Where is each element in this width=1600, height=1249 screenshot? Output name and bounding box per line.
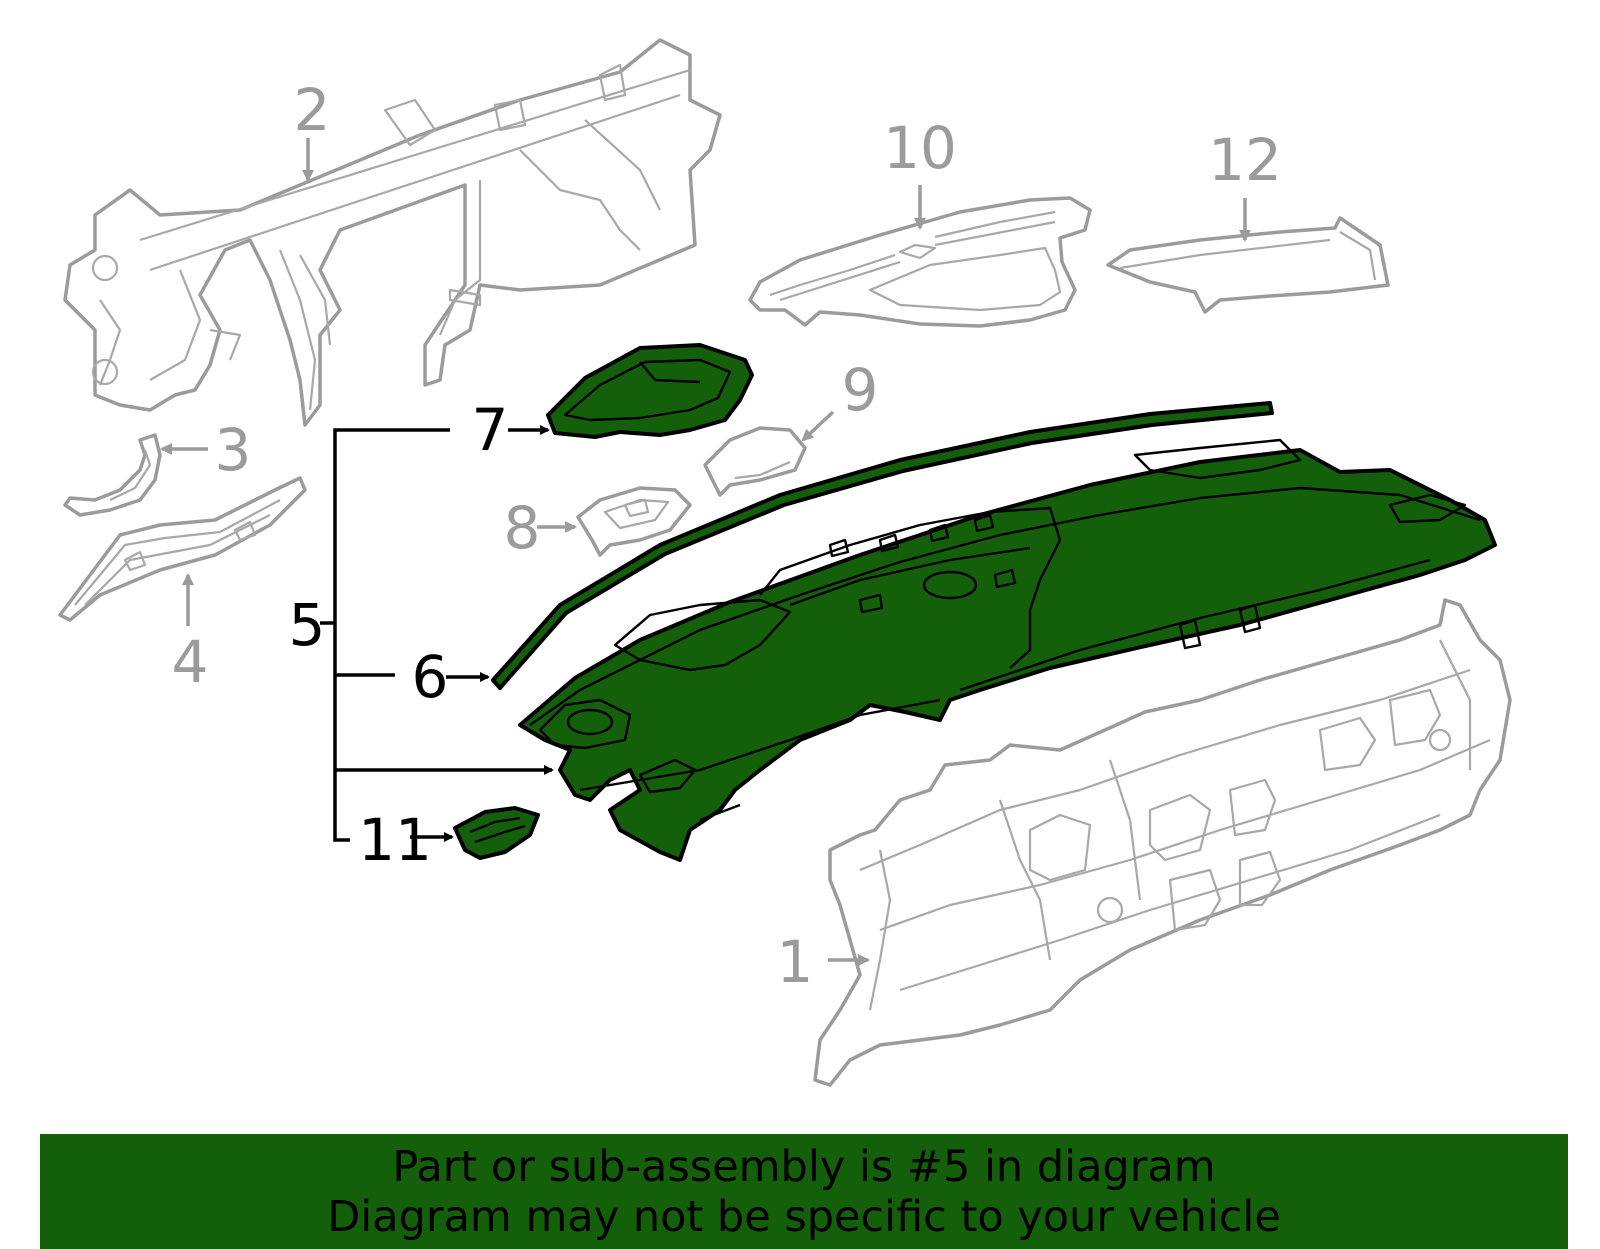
callout-8[interactable]: 8 (504, 494, 541, 562)
callout-5[interactable]: 5 (289, 591, 326, 659)
part-1-lower-frame[interactable] (813, 598, 1512, 1087)
parts-diagram: 1 2 3 4 5 6 7 8 9 10 11 12 (58, 38, 1512, 1087)
callout-1[interactable]: 1 (777, 928, 814, 996)
part-6-strip[interactable] (491, 401, 1274, 690)
part-4-bracket[interactable] (58, 476, 307, 622)
callout-9[interactable]: 9 (842, 356, 879, 424)
part-5-instrument-panel[interactable] (518, 438, 1497, 862)
callout-3[interactable]: 3 (215, 416, 252, 484)
part-7-bezel[interactable] (546, 343, 754, 439)
callout-11[interactable]: 11 (358, 806, 432, 874)
banner-line-1: Part or sub-assembly is #5 in diagram (392, 1142, 1216, 1192)
callout-2[interactable]: 2 (294, 76, 331, 144)
callout-7[interactable]: 7 (472, 396, 509, 464)
info-banner: Part or sub-assembly is #5 in diagram Di… (40, 1134, 1568, 1249)
part-11-vent[interactable] (453, 806, 540, 860)
callout-12[interactable]: 12 (1208, 126, 1282, 194)
part-8-bezel[interactable] (576, 486, 692, 557)
callout-10[interactable]: 10 (883, 114, 957, 182)
leader-lines (160, 138, 1251, 966)
part-12-cover[interactable] (1106, 216, 1390, 314)
banner-line-2: Diagram may not be specific to your vehi… (327, 1192, 1281, 1242)
callout-6[interactable]: 6 (412, 643, 449, 711)
part-3-bracket[interactable] (63, 433, 162, 517)
callout-4[interactable]: 4 (172, 628, 209, 696)
part-9-cover[interactable] (703, 426, 807, 497)
callout-labels: 1 2 3 4 5 6 7 8 9 10 11 12 (172, 76, 1282, 996)
part-2-crossbeam[interactable] (63, 38, 722, 427)
